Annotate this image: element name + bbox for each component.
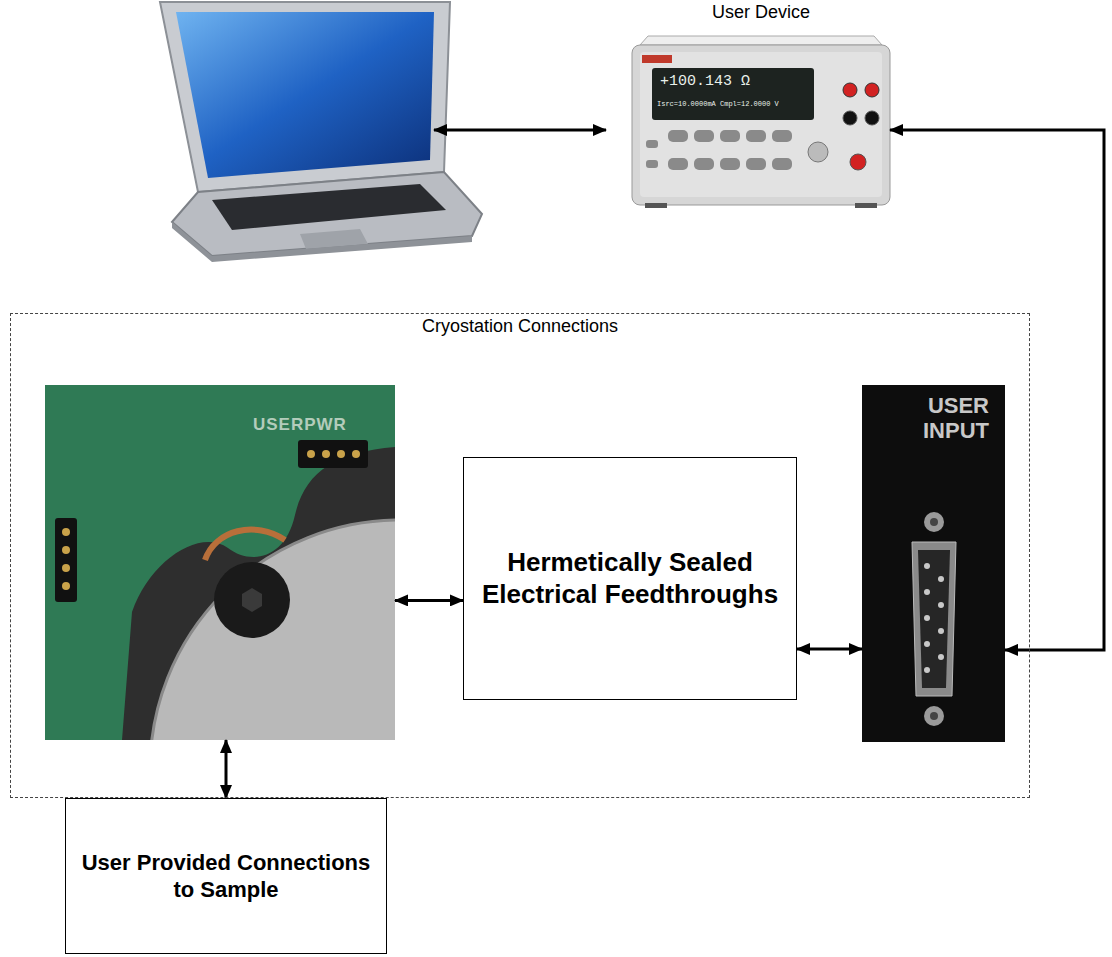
pin (307, 450, 315, 458)
button (746, 158, 766, 170)
pin (62, 582, 70, 590)
user-input-panel (862, 385, 1005, 742)
button (694, 158, 714, 170)
screw (924, 512, 944, 532)
device-knob (808, 142, 828, 162)
cryostation-photo (45, 385, 395, 740)
cryostation-group: Cryostation ConnectionsUSERPWR Hermetical… (10, 313, 1030, 798)
output-button (850, 154, 866, 170)
sample-connector (55, 518, 77, 602)
pin (924, 589, 930, 595)
db9-pins (924, 563, 944, 673)
laptop-illustration (160, 2, 482, 262)
bolt-hex (242, 588, 262, 612)
silver-disc (150, 520, 395, 740)
bolt (214, 562, 290, 638)
feedthrough-box: Hermetically Sealed Electrical Feedthrou… (463, 457, 797, 700)
device-top (640, 36, 882, 45)
node-label: USERPWR (253, 415, 347, 435)
pin (924, 667, 930, 673)
node-label: User Provided Connections to Sample (74, 849, 378, 904)
db9-shell (912, 542, 956, 696)
connector-arrow (225, 740, 228, 798)
jack-black (865, 111, 879, 125)
node-label: USER INPUT (909, 393, 989, 444)
circuit-board (45, 385, 395, 740)
jack-red (843, 83, 857, 97)
button (694, 130, 714, 142)
sourcemeter-illustration (632, 36, 890, 208)
pin (337, 450, 345, 458)
connector-arrow (890, 130, 1104, 650)
button (720, 158, 740, 170)
pin (938, 628, 944, 634)
db9-face (918, 550, 950, 688)
button (668, 130, 688, 142)
pin (322, 450, 330, 458)
screw (924, 706, 944, 726)
jack-black (843, 111, 857, 125)
display-readout: Isrc=10.0000mA Cmpl=12.0000 V (657, 100, 779, 108)
button (646, 160, 658, 168)
pin (924, 641, 930, 647)
pin (938, 602, 944, 608)
laptop-lid (160, 2, 450, 192)
laptop-front (172, 222, 472, 262)
device-foot (645, 203, 667, 208)
device-buttons (646, 130, 792, 170)
power-connector (298, 440, 368, 468)
button (772, 130, 792, 142)
button (772, 158, 792, 170)
display-readout: +100.143 Ω (660, 73, 750, 90)
laptop-keyboard (212, 184, 446, 230)
node-label: Cryostation Connections (422, 316, 618, 337)
button (746, 130, 766, 142)
pin (938, 654, 944, 660)
connector-arrow (797, 648, 862, 651)
pin (924, 563, 930, 569)
pin (62, 546, 70, 554)
screw-hole (930, 712, 938, 720)
button (720, 130, 740, 142)
sample-connection-box: User Provided Connections to Sample (65, 798, 387, 954)
connector-photo: USERPWR (45, 385, 395, 740)
panel-plate (862, 385, 1005, 742)
connector-arrow (395, 599, 463, 602)
pin (352, 450, 360, 458)
pin (924, 615, 930, 621)
device-body (632, 45, 890, 205)
device-display (652, 68, 814, 120)
device-badge (642, 55, 672, 63)
node-label: User Device (712, 2, 810, 23)
user-device: User Device (632, 0, 890, 260)
device-front (640, 52, 882, 197)
copper-arc (205, 530, 285, 560)
edge-group (226, 130, 1104, 798)
pin (62, 564, 70, 572)
laptop-link-arrow (434, 129, 606, 132)
pin (62, 528, 70, 536)
jack-red (865, 83, 879, 97)
user-input-panel: USER INPUT (862, 385, 1005, 742)
screw-hole (930, 518, 938, 526)
button (646, 140, 658, 148)
laptop-screen (176, 12, 434, 178)
device-foot (855, 203, 877, 208)
button (668, 158, 688, 170)
node-label: Hermetically Sealed Electrical Feedthrou… (476, 547, 784, 609)
pin (938, 576, 944, 582)
